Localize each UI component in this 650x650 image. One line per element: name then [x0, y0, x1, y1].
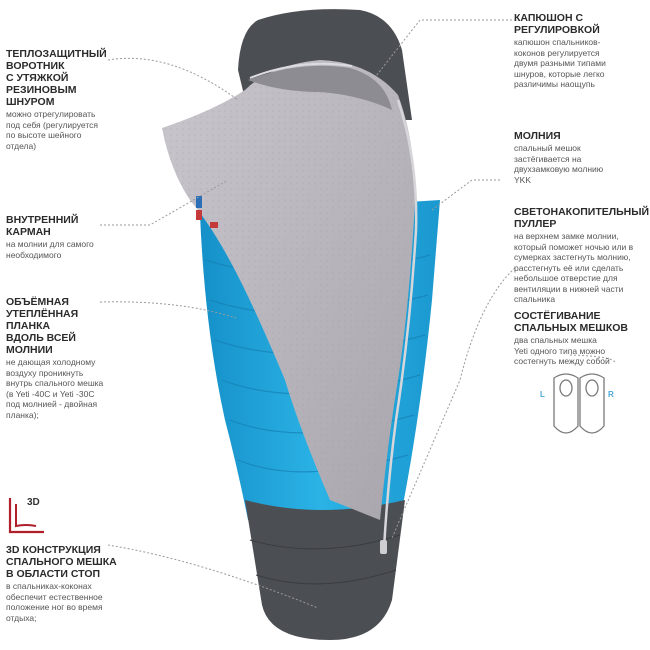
- puller-title: СВЕТОНАКОПИТЕЛЬНЫЙ ПУЛЛЕР: [514, 206, 650, 230]
- coupling-right-label: R: [608, 390, 614, 399]
- zipper-line: [382, 99, 418, 549]
- pocket-title: ВНУТРЕННИЙ КАРМАН: [6, 214, 79, 238]
- collar-callout: ТЕПЛОЗАЩИТНЫЙ ВОРОТНИК С УТЯЖКОЙ РЕЗИНОВ…: [6, 48, 124, 151]
- leader-collar: [107, 57, 239, 101]
- coupling-left-label: L: [540, 390, 545, 399]
- inner-pocket: [196, 196, 202, 208]
- leader-coupling: [569, 354, 616, 363]
- leader-puller: [391, 267, 516, 539]
- zipper-puller: [380, 540, 387, 554]
- coupled-bags-icon: [553, 373, 605, 434]
- zipper-title: МОЛНИЯ: [514, 130, 561, 142]
- footbox-badge: 3D: [27, 497, 40, 508]
- zipper-desc: спальный мешок застёгивается на двухзамк…: [514, 143, 604, 185]
- baffle-title: ОБЪЁМНАЯ УТЕПЛЁННАЯ ПЛАНКА ВДОЛЬ ВСЕЙ МО…: [6, 296, 79, 356]
- puller-desc: на верхнем замке молнии, который поможет…: [514, 231, 634, 304]
- hood-title: КАПЮШОН С РЕГУЛИРОВКОЙ: [514, 12, 600, 36]
- collar-desc: можно отрегулировать под себя (регулируе…: [6, 109, 99, 151]
- hood-callout: КАПЮШОН С РЕГУЛИРОВКОЙ капюшон спальнико…: [514, 12, 646, 90]
- coupling-title: СОСТЁГИВАНИЕ СПАЛЬНЫХ МЕШКОВ: [514, 310, 628, 334]
- leader-footbox: [107, 544, 319, 609]
- pocket-callout: ВНУТРЕННИЙ КАРМАН на молнии для самого н…: [6, 214, 116, 260]
- footbox-title: 3D КОНСТРУКЦИЯ СПАЛЬНОГО МЕШКА В ОБЛАСТИ…: [6, 544, 117, 580]
- pocket-desc: на молнии для самого необходимого: [6, 239, 94, 260]
- footbox-desc: в спальниках-коконах обеспечит естествен…: [6, 581, 103, 623]
- leader-pocket: [100, 179, 229, 226]
- footbox-shell: [245, 500, 405, 640]
- coupling-callout: СОСТЁГИВАНИЕ СПАЛЬНЫХ МЕШКОВ два спальны…: [514, 310, 648, 367]
- baffle-desc: не дающая холодному воздуху проникнуть в…: [6, 357, 104, 420]
- coupling-desc: два спальных мешка Yeti одного типа можн…: [514, 335, 610, 366]
- collar-title: ТЕПЛОЗАЩИТНЫЙ ВОРОТНИК С УТЯЖКОЙ РЕЗИНОВ…: [6, 48, 107, 108]
- baffle-callout: ОБЪЁМНАЯ УТЕПЛЁННАЯ ПЛАНКА ВДОЛЬ ВСЕЙ МО…: [6, 296, 126, 420]
- hood-opening: [248, 65, 392, 110]
- footbox-3d-icon: [8, 498, 44, 534]
- leader-hood: [375, 19, 520, 77]
- zipper-callout: МОЛНИЯ спальный мешок застёгивается на д…: [514, 130, 646, 185]
- leader-zipper: [431, 179, 500, 211]
- leader-baffle: [99, 301, 237, 319]
- puller-callout: СВЕТОНАКОПИТЕЛЬНЫЙ ПУЛЛЕР на верхнем зам…: [514, 206, 650, 305]
- footbox-callout: 3D КОНСТРУКЦИЯ СПАЛЬНОГО МЕШКА В ОБЛАСТИ…: [6, 544, 136, 623]
- hood-desc: капюшон спальников- коконов регулируется…: [514, 37, 606, 89]
